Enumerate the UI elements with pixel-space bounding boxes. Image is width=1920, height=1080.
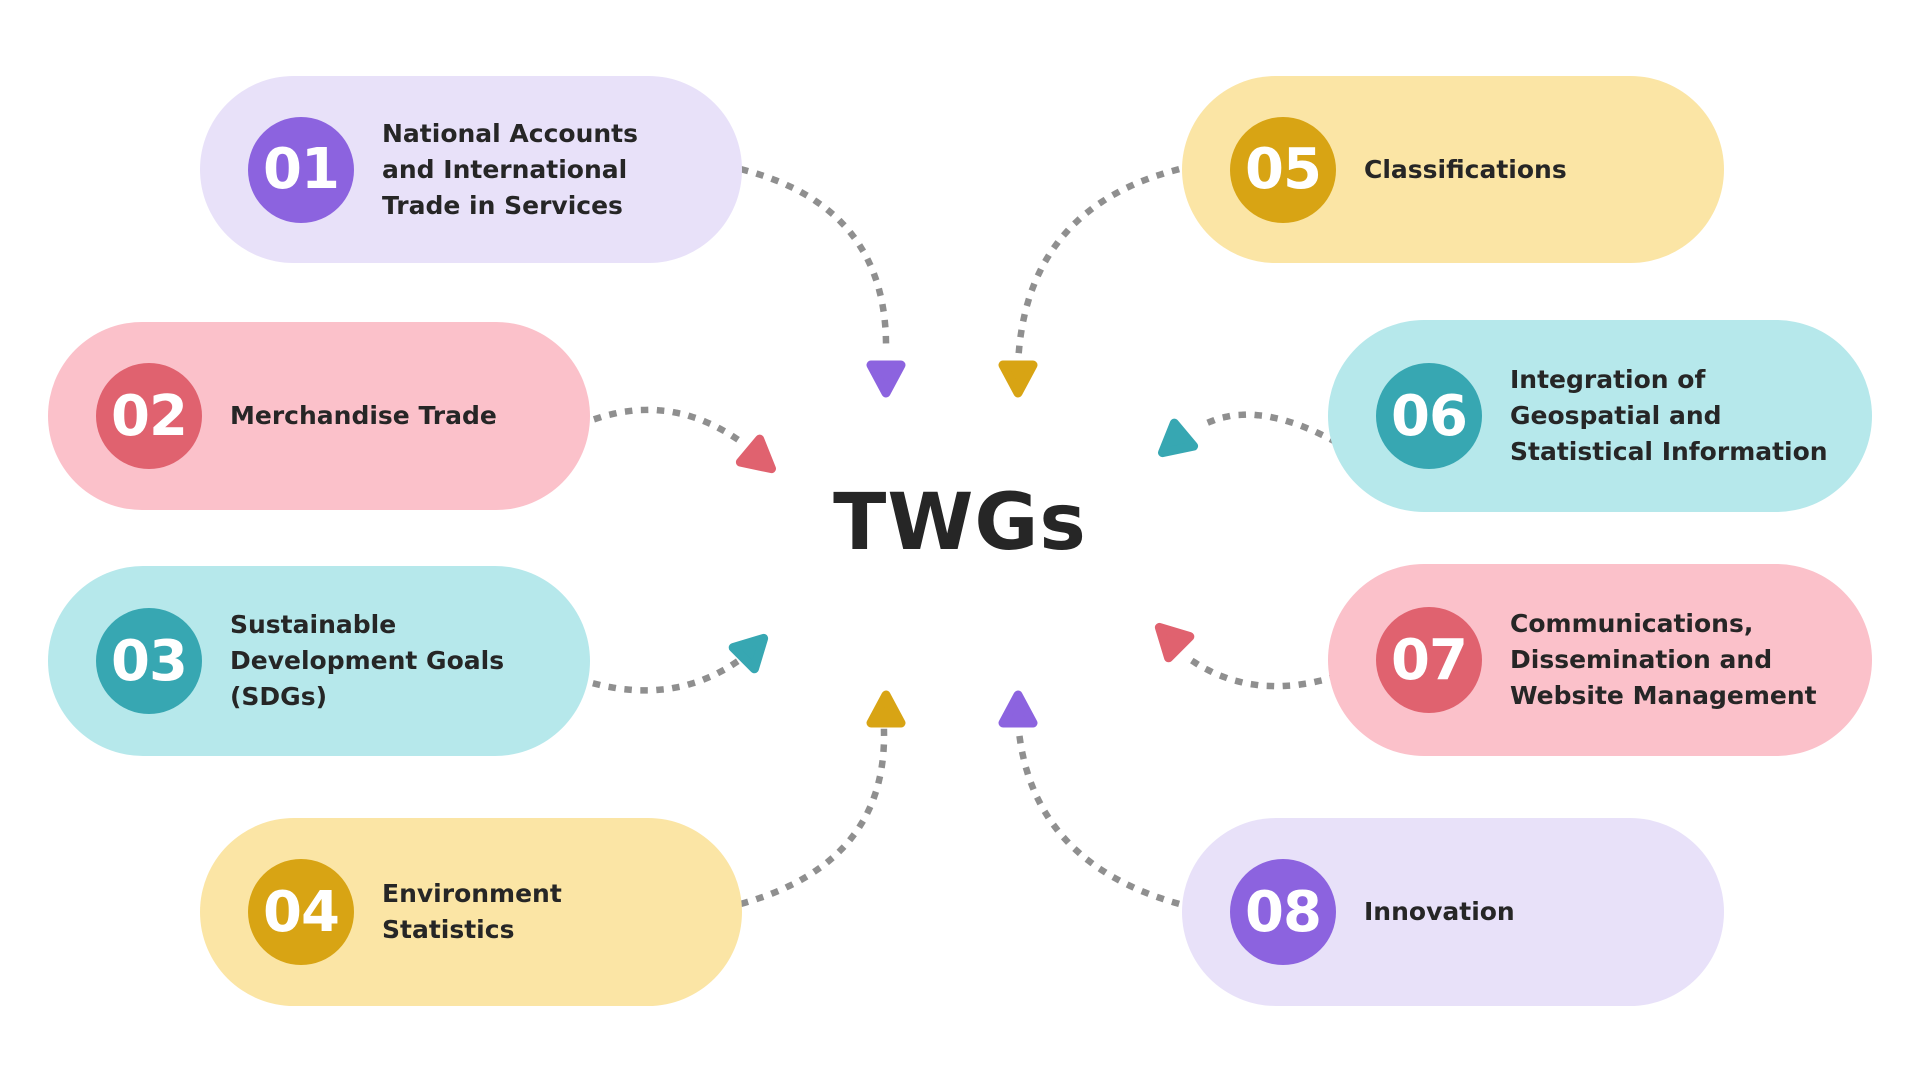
dotted-connector-path [592,656,743,694]
group-pill-07: 07 Communications, Dissemination and Web… [1328,564,1872,756]
connector-arrow-03 [592,633,769,694]
group-label: Sustainable Development Goals (SDGs) [230,610,505,711]
group-label: Merchandise Trade [230,401,497,430]
arrowhead-icon [735,434,776,474]
group-pill-01: 01 National Accounts and International T… [200,76,742,263]
group-number-badge: 02 [96,363,202,469]
connector-arrow-06 [1158,411,1339,458]
dotted-connector-path [740,166,890,354]
group-number-badge: 07 [1376,607,1482,713]
group-number: 05 [1245,137,1322,202]
group-pill-02: 02 Merchandise Trade [48,322,590,510]
group-label: Communications, Dissemination and Websit… [1510,609,1817,710]
group-pill-05: 05 Classifications [1182,76,1724,263]
group-label: Classifications [1364,154,1567,184]
group-number-badge: 03 [96,608,202,714]
group-number: 06 [1391,383,1468,449]
group-number-badge: 05 [1230,116,1336,223]
group-label: Integration of Geospatial and Statistica… [1510,365,1828,466]
group-number-badge: 06 [1376,363,1482,469]
connector-arrow-04 [739,690,906,908]
connector-arrow-01 [740,166,906,398]
group-pill-06: 06 Integration of Geospatial and Statist… [1328,320,1872,512]
connector-arrow-05 [998,166,1180,398]
arrowhead-icon [866,360,906,398]
arrowhead-icon [1154,622,1195,663]
connector-arrow-07 [1154,622,1339,690]
arrowhead-icon [866,690,906,728]
group-pill-03: 03 Sustainable Development Goals (SDGs) [48,566,590,756]
connector-arrow-08 [998,690,1181,908]
arrowhead-icon [1158,418,1199,458]
dotted-connector-path [1193,411,1339,446]
group-number: 07 [1391,627,1468,693]
diagram-title: TWGs [833,478,1087,568]
dotted-connector-path [1015,728,1181,908]
arrowhead-icon [998,690,1038,728]
arrowhead-icon [728,633,769,674]
group-label: Environment Statistics [382,879,562,944]
group-number-badge: 04 [248,859,354,965]
group-label: Innovation [1364,897,1515,926]
group-number: 04 [263,879,340,945]
group-number: 03 [111,628,188,694]
group-number: 01 [263,137,340,202]
dotted-connector-path [1179,650,1339,690]
connector-arrow-02 [577,406,776,474]
group-number: 08 [1245,879,1322,945]
dotted-connector-path [1015,166,1180,354]
group-number-badge: 01 [248,116,354,223]
dotted-connector-path [577,406,749,449]
group-number-badge: 08 [1230,859,1336,965]
group-number: 02 [111,383,188,449]
group-pill-08: 08 Innovation [1182,818,1724,1006]
dotted-connector-path [739,728,888,908]
group-label: National Accounts and International Trad… [382,118,639,220]
arrowhead-icon [998,360,1038,398]
group-pill-04: 04 Environment Statistics [200,818,742,1006]
